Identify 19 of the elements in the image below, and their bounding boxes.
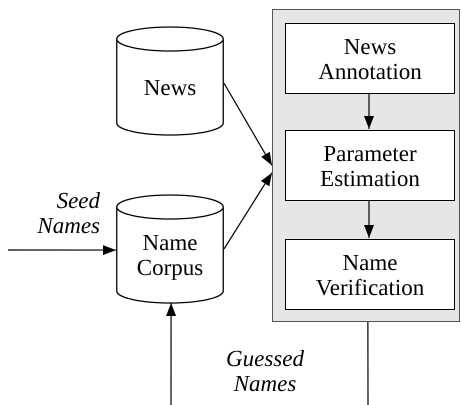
node-label: Name Corpus [136, 230, 204, 280]
arrow [364, 93, 374, 129]
database-cylinder [116, 195, 224, 303]
edge-label: Seed Names [36, 188, 100, 238]
process-box [285, 239, 455, 310]
arrow [224, 172, 272, 250]
arrow [166, 303, 176, 405]
flow-label: Guessed Names [225, 346, 305, 396]
database-cylinder [116, 27, 224, 135]
node-label: Name Verification [314, 250, 426, 300]
arrow [223, 82, 273, 166]
arrow [364, 200, 374, 238]
node-label: News [144, 74, 196, 100]
node-label: News Annotation [317, 34, 423, 84]
module-panel [272, 9, 460, 322]
node-label: Parameter Estimation [319, 140, 421, 190]
arrow [8, 245, 116, 256]
process-box [285, 130, 455, 201]
process-box [285, 23, 455, 94]
